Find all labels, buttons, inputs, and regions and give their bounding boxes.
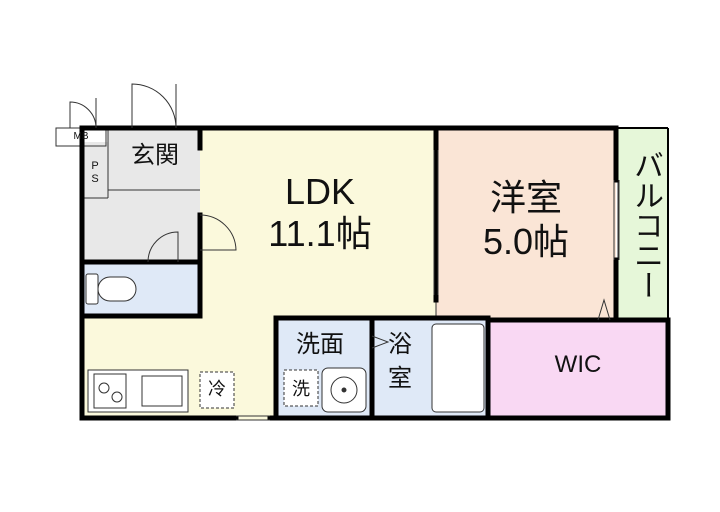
ps-label: P S — [91, 160, 99, 186]
ldk-name: LDK — [284, 171, 356, 212]
western-room-name: 洋室 — [489, 177, 562, 218]
balcony-name: バルコニー — [629, 150, 662, 300]
balcony-door — [597, 298, 611, 321]
sink — [141, 375, 183, 407]
bath-name-line1: 浴 — [388, 331, 412, 358]
washroom-name: 洗面 — [296, 331, 344, 358]
stove — [93, 373, 127, 409]
entrance-name: 玄関 — [131, 142, 179, 169]
entry-door-swing — [131, 83, 177, 129]
toilet-tank — [85, 273, 99, 305]
fridge-label: 冷 — [208, 379, 226, 399]
bathtub — [431, 323, 485, 413]
toilet-door-swing — [147, 231, 179, 263]
bath-door — [371, 335, 390, 349]
washer-space — [283, 369, 319, 407]
hall-fill — [82, 190, 200, 260]
wic-name: WIC — [554, 351, 602, 378]
toilet-bowl — [97, 276, 137, 302]
ps-fill — [82, 142, 108, 198]
western-room-fill — [436, 128, 616, 320]
wic-fill — [488, 320, 668, 418]
washer-label: 洗 — [292, 379, 310, 399]
western-room-area: 5.0帖 — [482, 221, 570, 262]
entrance-fill — [108, 128, 200, 190]
fridge-space — [199, 371, 235, 409]
ldk-door-swing — [199, 214, 237, 251]
bath-name-line2: 室 — [388, 365, 412, 392]
mb-door-swing — [69, 101, 97, 129]
mb-label: MB — [73, 131, 89, 142]
balcony-fill — [618, 128, 668, 318]
ldk-area: 11.1帖 — [268, 213, 372, 254]
